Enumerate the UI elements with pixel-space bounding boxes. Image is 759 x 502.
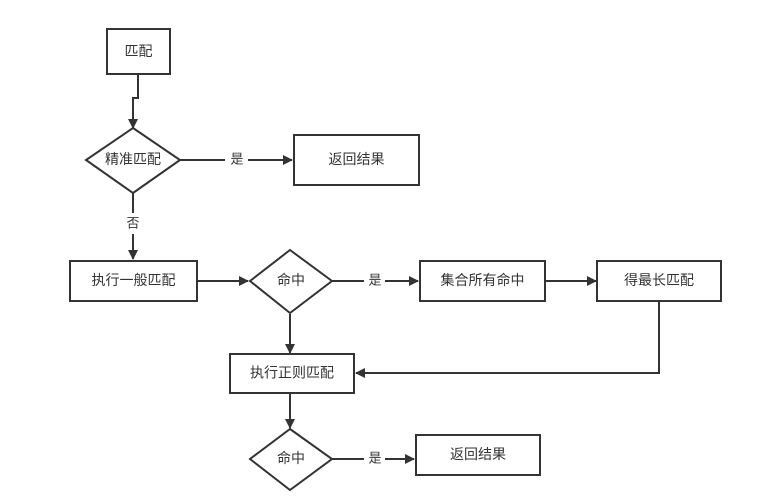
- edge-label-yes-1: 是: [230, 153, 243, 168]
- node-return-result-1-box: [293, 134, 420, 186]
- node-general-match-box: [69, 260, 198, 302]
- nodes: [69, 28, 722, 492]
- node-return-result-2-box: [415, 434, 541, 476]
- node-exact-match-diamond: [84, 126, 182, 195]
- edge-longest-to-regex: [355, 300, 660, 378]
- node-longest-match-box: [596, 260, 722, 302]
- edge-match-to-exact: [128, 75, 139, 129]
- node-regex-match-label: 执行正则匹配: [250, 366, 334, 382]
- edges: [128, 75, 660, 464]
- node-exact-match-label: 精准匹配: [105, 152, 161, 168]
- node-hit-2-label: 命中: [277, 450, 305, 467]
- node-longest-match-label: 得最长匹配: [624, 272, 694, 289]
- node-regex-match-box: [229, 353, 355, 394]
- node-match-box: [106, 28, 171, 75]
- node-return-result-1-label: 返回结果: [329, 152, 385, 168]
- node-collect-hits-box: [419, 260, 546, 302]
- edge-label-yes-2: 是: [368, 274, 381, 289]
- node-hit-2-diamond: [248, 427, 334, 492]
- node-general-match-label: 执行一般匹配: [92, 273, 176, 289]
- node-collect-hits-label: 集合所有命中: [441, 272, 525, 289]
- node-labels: 匹配 精准匹配 返回结果 执行一般匹配 命中 集合所有命中 得最长匹配 执行正则…: [92, 44, 695, 467]
- node-hit-1-diamond: [248, 248, 334, 315]
- node-match-label: 匹配: [125, 44, 153, 60]
- edge-label-no-1: 否: [126, 217, 139, 232]
- edge-labels: 是 否 是 是: [126, 153, 381, 467]
- node-hit-1-label: 命中: [277, 272, 305, 289]
- node-return-result-2-label: 返回结果: [450, 447, 506, 463]
- edge-label-yes-3: 是: [368, 452, 381, 467]
